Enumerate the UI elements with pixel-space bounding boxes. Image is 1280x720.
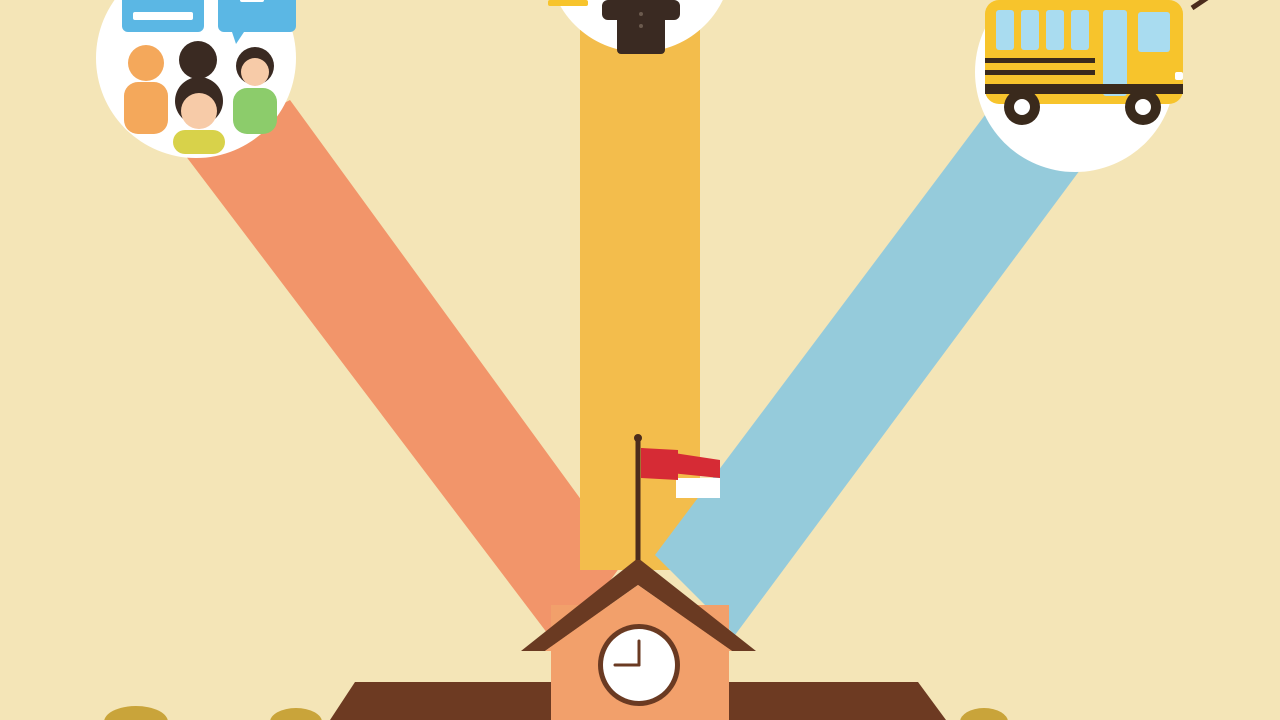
clock-icon — [598, 624, 680, 706]
teacher-icon — [548, 0, 723, 54]
flag-icon — [634, 434, 720, 560]
students-group-icon — [96, 0, 296, 158]
bushes — [104, 706, 1008, 720]
left-beam — [185, 100, 625, 650]
right-beam — [655, 115, 1080, 635]
school-bus-icon — [975, 0, 1209, 172]
school-building-icon — [330, 558, 946, 720]
